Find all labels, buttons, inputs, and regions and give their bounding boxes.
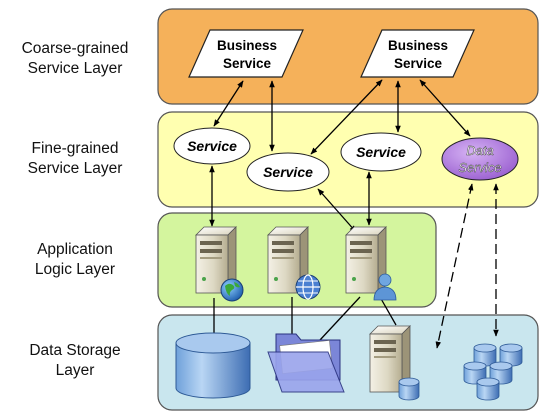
server-icon xyxy=(345,226,387,294)
svg-text:Service: Service xyxy=(356,144,406,160)
globe-icon xyxy=(295,274,321,300)
service-3: Service xyxy=(340,132,422,172)
svg-text:Business: Business xyxy=(217,38,277,53)
database-icon xyxy=(175,332,251,399)
arrow-bs2-service2 xyxy=(310,79,383,155)
arrow-dataservice-server xyxy=(435,183,474,349)
storage-layer-label: Data Storage Layer xyxy=(29,342,121,379)
service-1: Service xyxy=(173,127,251,165)
globe-icon xyxy=(220,278,244,302)
line-server3-server xyxy=(379,296,397,326)
svg-text:Business: Business xyxy=(388,38,448,53)
user-icon xyxy=(373,273,397,301)
arrow-bs1-service1 xyxy=(213,80,244,127)
database-icon xyxy=(398,377,420,401)
service-2: Service xyxy=(246,152,330,192)
fine-layer-label: Fine-grained Service Layer xyxy=(27,140,123,177)
svg-text:Service: Service xyxy=(187,138,237,154)
business-service-1: Business Service xyxy=(188,29,304,78)
svg-text:Data: Data xyxy=(466,143,493,158)
database-icon xyxy=(463,343,523,401)
line-server3-folder xyxy=(319,296,361,341)
folder-icon xyxy=(267,333,345,393)
arrow-bs2-dataservice xyxy=(419,79,471,137)
svg-text:Service: Service xyxy=(394,56,443,71)
app-layer-label: Application Logic Layer xyxy=(34,241,116,278)
business-service-2: Business Service xyxy=(360,29,475,78)
coarse-layer-label: Coarse-grained Service Layer xyxy=(21,40,129,77)
svg-text:Service: Service xyxy=(263,164,313,180)
server-icon xyxy=(195,226,237,294)
arrow-service2-server3 xyxy=(317,188,357,233)
data-service: Data Service xyxy=(441,137,519,181)
svg-text:Service: Service xyxy=(223,56,272,71)
svg-text:Service: Service xyxy=(458,160,501,175)
